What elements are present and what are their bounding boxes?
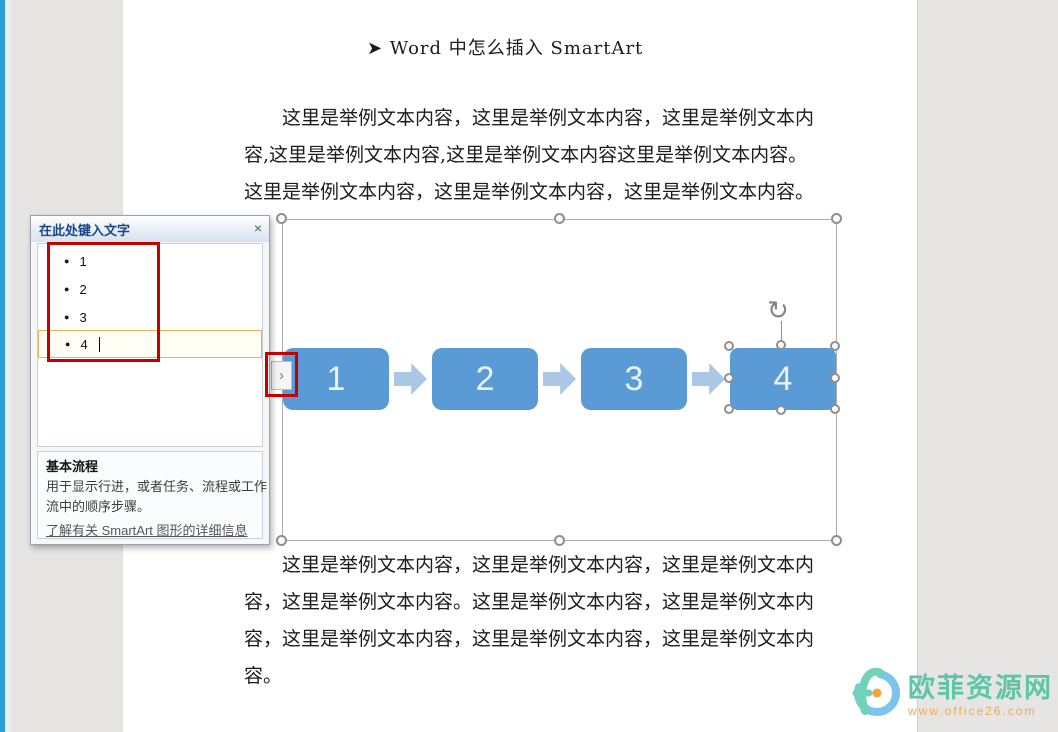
node-label: 4 xyxy=(773,359,793,398)
list-item-text: 2 xyxy=(79,281,87,297)
bullet-icon: ● xyxy=(64,312,70,322)
list-item-text: 3 xyxy=(79,309,87,325)
selection-handle[interactable] xyxy=(724,373,734,383)
list-item-text: 4 xyxy=(80,336,88,352)
window-left-edge-highlight xyxy=(5,0,11,732)
learn-more-link[interactable]: 了解有关 SmartArt 图形的详细信息 xyxy=(46,523,248,538)
list-item[interactable]: ● 2 xyxy=(38,276,262,302)
selection-handle[interactable] xyxy=(724,341,734,351)
text-pane-footer: 基本流程 用于显示行进，或者任务、流程或工作 流中的顺序步骤。 了解有关 Sma… xyxy=(37,451,268,539)
bullet-icon: ● xyxy=(65,339,71,349)
selection-handle[interactable] xyxy=(554,535,565,546)
rotation-handle-icon[interactable]: ↻ xyxy=(767,296,789,326)
selection-handle[interactable] xyxy=(724,404,734,414)
logo-icon xyxy=(852,667,900,716)
smartart-node-1[interactable]: 1 xyxy=(283,348,389,410)
layout-description-line: 流中的顺序步骤。 xyxy=(46,499,151,514)
layout-description-line: 用于显示行进，或者任务、流程或工作 xyxy=(46,479,268,494)
bullet-icon: ● xyxy=(64,256,70,266)
smartart-text-pane: 在此处键入文字 × ● 1 ● 2 ● 3 ● 4 基本流程 用于 xyxy=(30,215,270,545)
layout-description: 用于显示行进，或者任务、流程或工作 流中的顺序步骤。 xyxy=(46,477,268,517)
chevron-right-icon: › xyxy=(279,367,284,384)
paragraph-line: 容,这里是举例文本内容,这里是举例文本内容这里是举例文本内容。 xyxy=(244,144,808,166)
selection-handle[interactable] xyxy=(554,213,565,224)
text-pane-title: 在此处键入文字 xyxy=(39,222,131,238)
paragraph-line: 容，这里是举例文本内容。这里是举例文本内容，这里是举例文本内 xyxy=(244,591,815,613)
selection-handle[interactable] xyxy=(776,340,786,350)
bullet-icon: ● xyxy=(64,284,70,294)
selection-handle[interactable] xyxy=(831,213,842,224)
list-item[interactable]: ● 1 xyxy=(38,248,262,274)
node-label: 1 xyxy=(326,359,346,398)
layout-name: 基本流程 xyxy=(46,459,99,474)
site-watermark: 欧菲资源网 www.office26.com xyxy=(846,664,1053,720)
document-heading: ➤ Word 中怎么插入 SmartArt xyxy=(367,38,644,59)
list-item-active[interactable]: ● 4 xyxy=(38,330,262,358)
list-item[interactable]: ● 3 xyxy=(38,304,262,330)
smartart-node-2[interactable]: 2 xyxy=(432,348,538,410)
paragraph-line: 这里是举例文本内容，这里是举例文本内容，这里是举例文本内 xyxy=(282,107,815,129)
rotation-handle-stem xyxy=(781,321,782,346)
paragraph-line: 容，这里是举例文本内容，这里是举例文本内容，这里是举例文本内 xyxy=(244,628,815,650)
smartart-node-4-selected[interactable]: 4 xyxy=(730,348,836,410)
text-pane-titlebar[interactable]: 在此处键入文字 xyxy=(31,216,269,242)
paragraph-line: 这里是举例文本内容，这里是举例文本内容，这里是举例文本内 xyxy=(282,554,815,576)
window-left-edge xyxy=(0,0,5,732)
paragraph-line: 这里是举例文本内容，这里是举例文本内容，这里是举例文本内容。 xyxy=(244,181,815,203)
node-label: 3 xyxy=(624,359,644,398)
selection-handle[interactable] xyxy=(830,341,840,351)
annotation-box-chevron xyxy=(265,352,298,397)
selection-handle[interactable] xyxy=(276,213,287,224)
close-icon[interactable]: × xyxy=(253,220,262,236)
selection-handle[interactable] xyxy=(776,405,786,415)
text-pane-toggle-button[interactable]: › xyxy=(271,361,292,390)
paragraph-above-smartart: 这里是举例文本内容，这里是举例文本内容，这里是举例文本内 容,这里是举例文本内容… xyxy=(244,100,819,211)
selection-handle[interactable] xyxy=(830,404,840,414)
site-url: www.office26.com xyxy=(908,704,1037,718)
selection-handle[interactable] xyxy=(276,535,287,546)
annotation-box-bullet-list xyxy=(47,242,160,362)
selection-handle[interactable] xyxy=(830,373,840,383)
text-cursor xyxy=(98,336,100,352)
paragraph-below-smartart: 这里是举例文本内容，这里是举例文本内容，这里是举例文本内 容，这里是举例文本内容… xyxy=(244,547,819,695)
smartart-node-3[interactable]: 3 xyxy=(581,348,687,410)
text-pane-list[interactable]: ● 1 ● 2 ● 3 ● 4 xyxy=(37,243,263,447)
node-label: 2 xyxy=(475,359,495,398)
selection-handle[interactable] xyxy=(831,535,842,546)
list-item-text: 1 xyxy=(79,253,87,269)
site-watermark-text: 欧菲资源网 www.office26.com xyxy=(908,666,1053,718)
paragraph-line: 容。 xyxy=(244,665,283,687)
site-name: 欧菲资源网 xyxy=(908,673,1053,703)
